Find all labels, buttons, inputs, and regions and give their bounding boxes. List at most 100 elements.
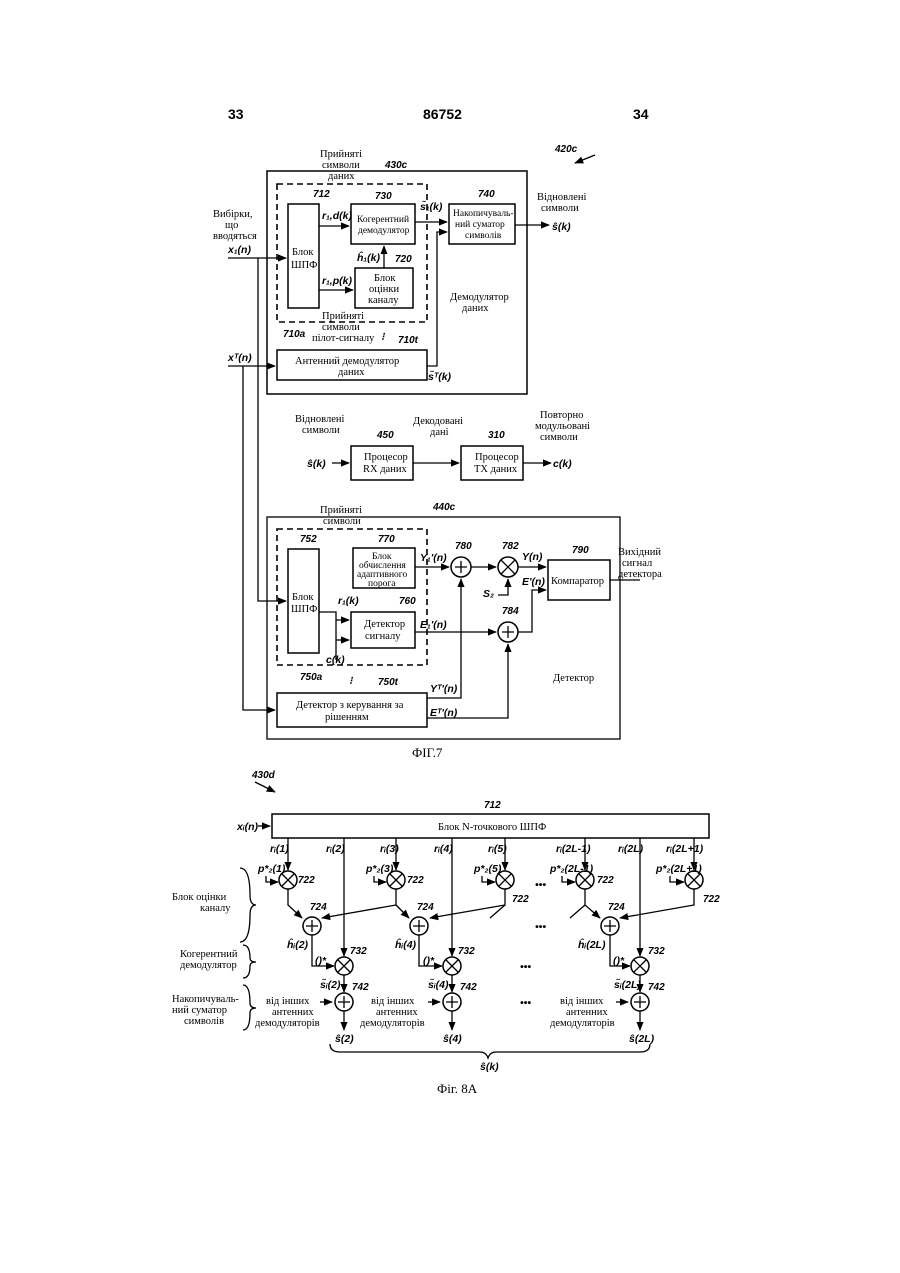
- received-data-symbols-2: символи: [322, 160, 360, 171]
- output-brace: [330, 1044, 650, 1058]
- input-samples-3: вводяться: [213, 231, 257, 242]
- input-samples-2: що: [225, 220, 238, 231]
- received-pilot-3: пілот-сигналу: [312, 333, 375, 344]
- fft-det-label-1: Блок: [292, 592, 314, 603]
- sig-detector-2: сигналу: [365, 631, 401, 642]
- signal-s1k: s̃₁(k): [420, 200, 443, 213]
- ref-752: 752: [300, 534, 317, 545]
- label-acc-1: Накопичуваль-: [172, 994, 239, 1005]
- ref-430c: 430c: [384, 160, 408, 171]
- signal-r1p: r₁,p(k): [322, 275, 352, 287]
- ref-740: 740: [478, 189, 495, 200]
- accumulator-label-3: символів: [465, 231, 502, 241]
- from-other-c-2: антенних: [566, 1007, 608, 1018]
- fig7-detector: 440c Прийняті символи Блок ШПФ 752 Блок …: [267, 502, 662, 760]
- ref-722-a: 722: [298, 875, 315, 886]
- r-2L+1: rᵢ(2L+1): [666, 843, 704, 855]
- received-data-symbols-3: даних: [328, 171, 355, 182]
- signal-Yn: Y(n): [522, 551, 543, 563]
- ref-790: 790: [572, 545, 589, 556]
- rx-proc-label-2: RX даних: [363, 464, 407, 475]
- ref-750a: 750a: [300, 672, 323, 683]
- data-demod-label-2: даних: [462, 303, 489, 314]
- received-symbols-2: символи: [323, 516, 361, 527]
- detector-out-1: Вихідний: [618, 547, 661, 558]
- signal-yTn: Yᵀ'(n): [430, 683, 458, 695]
- ref-710t: 710t: [398, 335, 419, 346]
- channel-est-label-1: Блок: [374, 273, 396, 284]
- ref-712-8a: 712: [484, 800, 501, 811]
- signal-r1d: r₁,d(k): [322, 210, 352, 222]
- received-pilot-1: Прийняті: [322, 311, 364, 322]
- received-symbols-1: Прийняті: [320, 505, 362, 516]
- ellipsis-v2: ⁝: [349, 675, 354, 687]
- accumulator-label-1: Накопичуваль-: [453, 209, 514, 219]
- fft-label-1: Блок: [292, 247, 314, 258]
- from-other-c-1: від інших: [560, 996, 604, 1007]
- remodulated-3: символи: [540, 432, 578, 443]
- ref-782: 782: [502, 541, 519, 552]
- ref-770: 770: [378, 534, 395, 545]
- ref-750t: 750t: [378, 677, 399, 688]
- fig8a-caption: Фіг. 8А: [437, 1081, 478, 1096]
- from-other-b-2: антенних: [376, 1007, 418, 1018]
- signal-Sz: S₂: [483, 588, 494, 600]
- signal-E1n: E₁'(n): [420, 619, 447, 631]
- tx-proc-label-2: TX даних: [474, 464, 518, 475]
- rx-proc-label-1: Процесор: [364, 452, 408, 463]
- conj-c: ()*: [613, 955, 625, 967]
- decoded-data-1: Декодовані: [413, 416, 463, 427]
- s-hat-2: ŝ(2): [335, 1033, 354, 1045]
- p-2L-1: p*₂(2L-1): [549, 863, 594, 875]
- r-5: rᵢ(5): [488, 843, 507, 855]
- accumulator-label-2: ний суматор: [455, 219, 505, 230]
- decoded-data-2: дані: [430, 427, 449, 438]
- recovered-symbols2-1: Відновлені: [295, 414, 344, 425]
- p-3: p*₂(3): [365, 863, 394, 875]
- ref-742-b: 742: [460, 982, 477, 993]
- ref-722-e: 722: [703, 894, 720, 905]
- input-s-hat: ŝ(k): [307, 458, 326, 470]
- tx-proc-label-1: Процесор: [475, 452, 519, 463]
- ellipsis-3: •••: [520, 997, 531, 1009]
- data-demod-label-1: Демодулятор: [450, 292, 509, 303]
- from-other-b-1: від інших: [371, 996, 415, 1007]
- comparator-label: Компаратор: [551, 576, 604, 587]
- signal-En: E'(n): [522, 576, 545, 588]
- ref-722-d: 722: [597, 875, 614, 886]
- column-group-1: rᵢ(1) rᵢ(2) rᵢ(3) rᵢ(4) rᵢ(5) rᵢ(2L-1) r…: [270, 843, 704, 855]
- decision-det-2: рішенням: [325, 712, 369, 723]
- recovered-symbols2-2: символи: [302, 425, 340, 436]
- coherent-demod-label-2: демодулятор: [358, 226, 410, 236]
- label-acc-3: символів: [184, 1016, 224, 1027]
- input-x1: x₁(n): [227, 244, 251, 256]
- antenna-demod-label-2: даних: [338, 367, 365, 378]
- ref-450: 450: [376, 430, 394, 441]
- detector-out-3: детектора: [618, 569, 662, 580]
- ellipsis-v1: ⁝: [381, 331, 386, 343]
- adaptive-thr-4: порога: [368, 579, 396, 589]
- remodulated-1: Повторно: [540, 410, 583, 421]
- coherent-demod-label-1: Когерентний: [357, 214, 409, 225]
- ref-710a: 710a: [283, 329, 306, 340]
- ref-724-c: 724: [608, 902, 625, 913]
- signal-ETn: Eᵀ'(n): [430, 707, 458, 719]
- ref-720: 720: [395, 254, 412, 265]
- ref-760: 760: [399, 596, 416, 607]
- from-other-c-3: демодуляторів: [550, 1018, 615, 1029]
- ellipsis-1: •••: [535, 921, 546, 933]
- r-4: rᵢ(4): [434, 843, 453, 855]
- s-hat-4: ŝ(4): [443, 1033, 462, 1045]
- from-other-a-1: від інших: [266, 996, 310, 1007]
- h-2L: ĥᵢ(2L): [578, 937, 606, 951]
- p-2L+1: p*₂(2L+1): [655, 863, 702, 875]
- p-5: p*₂(5): [473, 863, 502, 875]
- ref-724-b: 724: [417, 902, 434, 913]
- label-acc-2: ний суматор: [172, 1005, 227, 1016]
- h-4: ĥᵢ(4): [395, 937, 417, 951]
- input-samples-1: Вибірки,: [213, 209, 252, 220]
- signal-ck-det: c(k): [326, 654, 345, 666]
- accumulator-summers: s̃ᵢ(2) 742 від інших антенних демодулято…: [255, 961, 665, 1045]
- from-other-b-3: демодуляторів: [360, 1018, 425, 1029]
- signal-h1k: ĥ₁(k): [357, 250, 380, 264]
